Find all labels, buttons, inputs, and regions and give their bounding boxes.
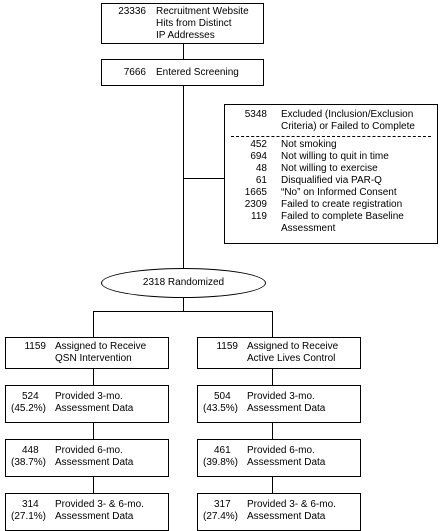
left-both-label-line-1: Provided 3- & 6-mo. [55,499,144,510]
right-3mo-percent: (43.5%) [203,403,239,414]
excluded-box: 5348 Excluded (Inclusion/Exclusion Crite… [224,104,438,244]
right-both-percent: (27.4%) [203,511,239,522]
left-6mo-count: 448 [22,445,39,456]
left-3mo-label-line-2: Assessment Data [55,403,134,414]
left-assigned-label-line-2: QSN Intervention [55,353,132,364]
recruitment-label-line-2: Hits from Distinct [156,18,232,29]
right-3mo-label-line-1: Provided 3-mo. [247,391,315,402]
recruitment-count: 23336 [118,6,146,17]
excluded-reason-label: Not willing to quit in time [281,151,389,162]
left-3mo-count: 524 [22,391,39,402]
excluded-reason-label: Assessment [281,223,336,234]
excluded-reason-label: Not smoking [281,139,337,150]
right-assigned-count: 1159 [216,341,238,352]
right-3mo-count: 504 [214,391,231,402]
excluded-count: 5348 [244,109,267,120]
right-6mo-label-line-2: Assessment Data [247,457,326,468]
right-both-label-line-2: Assessment Data [247,511,326,522]
left-assigned-count: 1159 [24,341,46,352]
right-6mo-box: 461(39.8%) Provided 6-mo.Assessment Data [197,439,361,477]
recruitment-label-line-3: IP Addresses [156,30,215,41]
recruitment-label-line-1: Recruitment Website [156,6,249,17]
excluded-reason-count: 119 [251,211,267,222]
left-6mo-percent: (38.7%) [11,457,47,468]
excluded-reason-count: 2309 [244,199,267,210]
excluded-reason-count: 61 [255,175,267,186]
right-6mo-label-line-1: Provided 6-mo. [247,445,315,456]
excluded-reason-label: Disqualified via PAR-Q [281,175,382,186]
recruitment-box: 23336 Recruitment Website Hits from Dist… [101,3,264,44]
excluded-reason-count: 48 [255,163,267,174]
right-3mo-label-line-2: Assessment Data [247,403,326,414]
excluded-reason-count: 452 [250,139,267,150]
excluded-reason-label: Not willing to exercise [281,163,378,174]
randomized-label: 2318 Randomized [142,277,225,288]
excluded-reason-label: Failed to complete Baseline [281,211,404,222]
excluded-header-line-1: Excluded (Inclusion/Exclusion [281,109,414,120]
left-both-box: 314(27.1%) Provided 3- & 6-mo.Assessment … [5,493,169,531]
screening-label: Entered Screening [156,67,239,78]
right-both-box: 317(27.4%) Provided 3- & 6-mo.Assessment … [197,493,361,531]
left-6mo-label-line-1: Provided 6-mo. [55,445,123,456]
screening-count: 7666 [123,67,146,78]
right-both-count: 317 [214,499,231,510]
excluded-reason-label: “No” on Informed Consent [281,187,397,198]
left-3mo-percent: (45.2%) [11,403,47,414]
left-assigned-label-line-1: Assigned to Receive [55,341,147,352]
left-both-percent: (27.1%) [11,511,47,522]
excluded-divider [231,136,431,137]
right-assigned-label-line-2: Active Lives Control [247,353,336,364]
left-3mo-box: 524(45.2%) Provided 3-mo.Assessment Data [5,385,169,423]
right-6mo-count: 461 [214,445,231,456]
left-6mo-box: 448(38.7%) Provided 6-mo.Assessment Data [5,439,169,477]
left-both-label-line-2: Assessment Data [55,511,134,522]
excluded-reason-label: Failed to create registration [281,199,403,210]
left-6mo-label-line-2: Assessment Data [55,457,134,468]
right-6mo-percent: (39.8%) [203,457,239,468]
left-both-count: 314 [22,499,39,510]
excluded-reason-count: 1665 [244,187,267,198]
right-both-label-line-1: Provided 3- & 6-mo. [247,499,336,510]
excluded-reason-count: 694 [250,151,267,162]
excluded-header-line-2: Criteria) or Failed to Complete [281,121,415,132]
left-3mo-label-line-1: Provided 3-mo. [55,391,123,402]
right-3mo-box: 504(43.5%) Provided 3-mo.Assessment Data [197,385,361,423]
screening-box: 7666 Entered Screening [101,59,264,86]
right-assigned-label-line-1: Assigned to Receive [247,341,339,352]
randomized-ellipse: 2318 Randomized [101,268,266,298]
